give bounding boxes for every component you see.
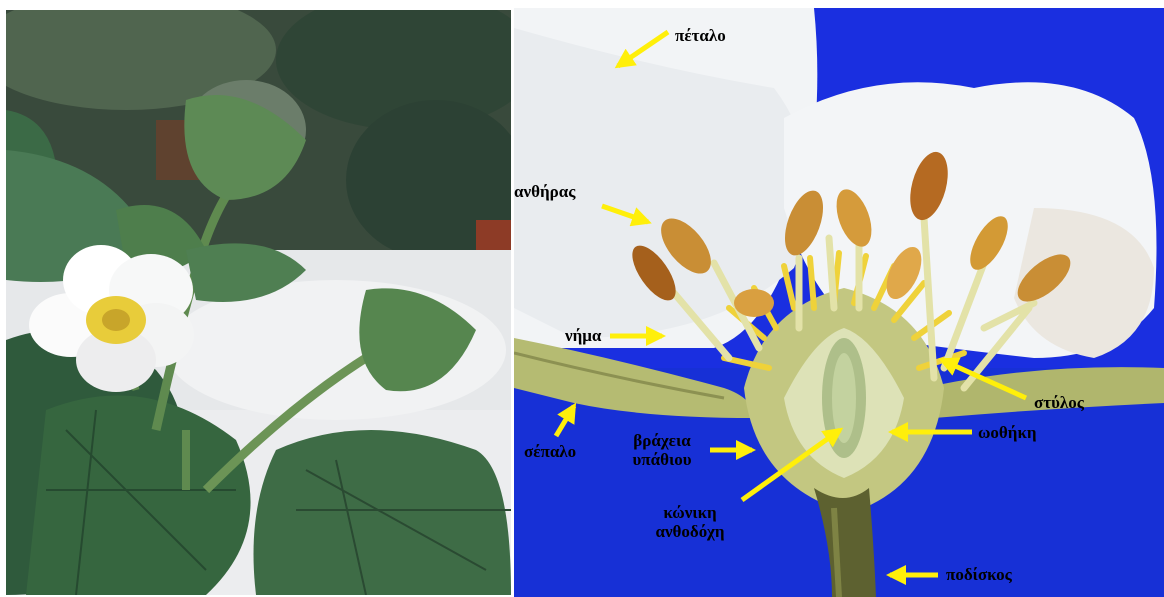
arrow-receptacle: [742, 430, 840, 500]
label-hypanthium-line1: βράχεια: [617, 431, 707, 450]
arrow-anther: [602, 206, 648, 222]
label-receptacle-line1: κώνικη: [640, 503, 740, 522]
arrow-petal: [618, 32, 668, 66]
label-pedicel: ποδίσκος: [946, 565, 1012, 584]
label-receptacle: κώνικη ανθοδόχη: [640, 503, 740, 541]
label-petal: πέταλο: [675, 26, 726, 45]
label-style: στύλος: [1034, 393, 1084, 412]
arrow-sepal: [556, 406, 574, 436]
label-ovary: ωοθήκη: [978, 423, 1037, 442]
label-filament: νήμα: [565, 326, 601, 345]
label-hypanthium: βράχεια υπάθιου: [617, 431, 707, 469]
arrow-style: [942, 360, 1026, 398]
label-anther: ανθήρας: [514, 182, 575, 201]
label-hypanthium-line2: υπάθιου: [617, 450, 707, 469]
label-sepal: σέπαλο: [524, 442, 576, 461]
label-receptacle-line2: ανθοδόχη: [640, 522, 740, 541]
